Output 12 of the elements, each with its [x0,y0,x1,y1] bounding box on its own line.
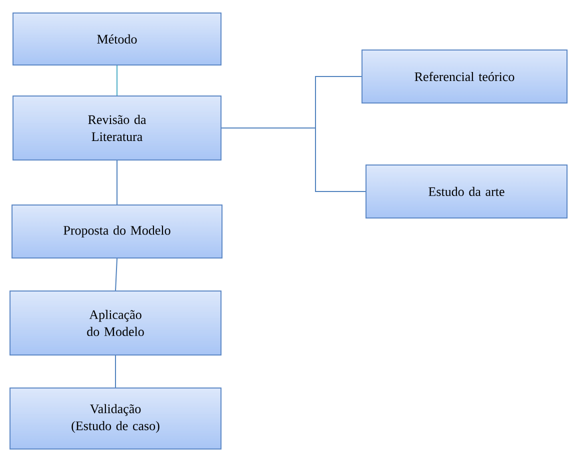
connector-line [221,128,366,192]
process-box: Estudo da arte [366,164,568,218]
process-box: Aplicação do Modelo [10,290,222,356]
connector-line [116,65,118,96]
process-box: Validação (Estudo de caso) [10,387,222,450]
process-box: Proposta do Modelo [12,204,222,258]
connector-line [116,160,118,205]
process-box: Referencial teórico [362,50,568,104]
connector-line [115,354,116,388]
connector-line [115,258,118,291]
process-box: Método [12,12,222,66]
process-box: Revisão da Literatura [12,96,222,160]
